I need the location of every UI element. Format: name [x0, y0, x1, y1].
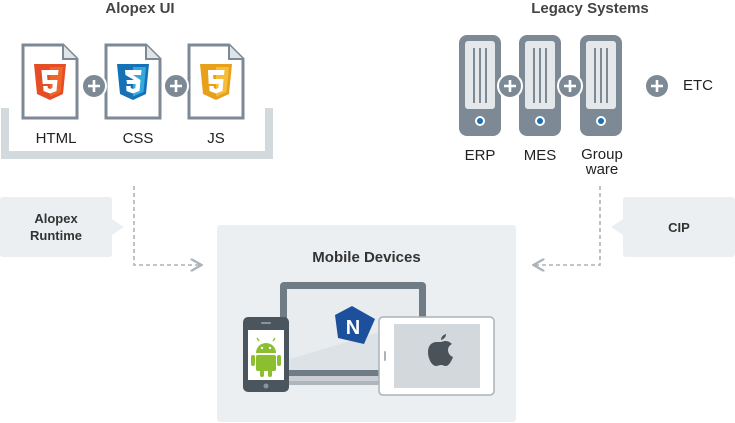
- alopex-runtime-box: Alopex Runtime: [0, 197, 112, 257]
- legacy-connector-arrow: [535, 186, 601, 265]
- runtime-connector-arrow: [133, 186, 200, 265]
- erp-label: ERP: [464, 147, 496, 164]
- css-label: CSS: [122, 130, 154, 147]
- plus-icon: [81, 73, 107, 99]
- n-logo-icon: N: [335, 306, 375, 344]
- runtime-box-pointer: [112, 219, 124, 235]
- plus-icon: [557, 73, 583, 99]
- cip-box-pointer: [611, 219, 623, 235]
- mobile-devices-title: Mobile Devices: [312, 249, 421, 266]
- css-file-icon: [104, 43, 162, 120]
- js-file-icon: [187, 43, 245, 120]
- groupware-label: Group ware: [581, 146, 623, 178]
- js-label: JS: [207, 130, 225, 147]
- plus-icon: [497, 73, 523, 99]
- groupware-server-icon: [580, 35, 622, 136]
- android-phone-icon: [243, 317, 289, 392]
- alopex-ui-title: Alopex UI: [105, 0, 175, 17]
- html5-icon: [34, 64, 66, 100]
- android-icon: [251, 337, 281, 377]
- alopex-bracket: [1, 108, 273, 159]
- mes-label: MES: [523, 147, 557, 164]
- mes-server-icon: [519, 35, 561, 136]
- apple-tablet-icon: [378, 316, 495, 396]
- css3-icon: [117, 64, 149, 100]
- js-icon: [200, 64, 232, 100]
- legacy-systems-title: Legacy Systems: [531, 0, 649, 17]
- cip-box: CIP: [623, 197, 735, 257]
- etc-label: ETC: [683, 77, 713, 94]
- plus-icon: [163, 73, 189, 99]
- apple-icon: [428, 334, 453, 366]
- html-file-icon: [21, 43, 79, 120]
- erp-server-icon: [459, 35, 501, 136]
- html-label: HTML: [35, 130, 77, 147]
- plus-icon: [646, 75, 668, 97]
- n-logo-letter: N: [346, 317, 360, 339]
